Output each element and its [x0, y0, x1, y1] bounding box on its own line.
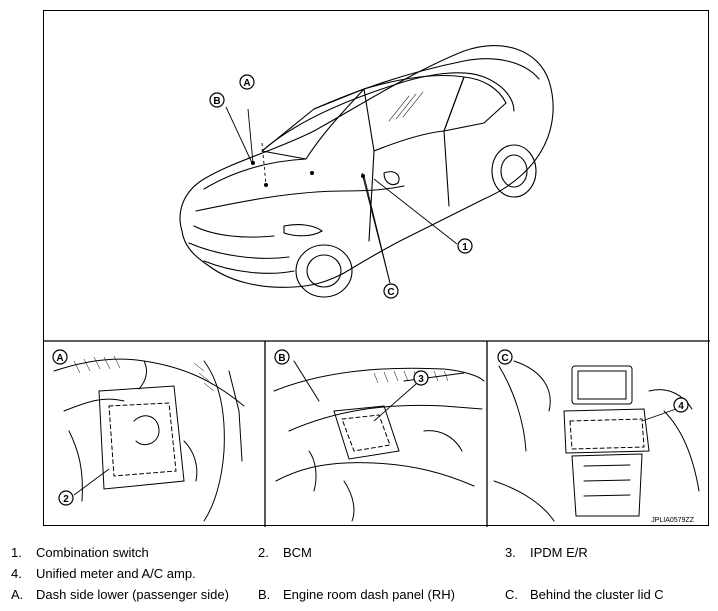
svg-text:C: C	[387, 287, 394, 298]
legend-text: Combination switch	[36, 545, 149, 560]
legend-text: IPDM E/R	[530, 545, 588, 560]
legend-key: 4.	[11, 566, 22, 581]
svg-text:2: 2	[63, 494, 69, 505]
svg-text:1: 1	[462, 242, 468, 253]
car-illustration	[179, 45, 554, 298]
svg-text:A: A	[56, 353, 63, 364]
svg-text:4: 4	[678, 401, 684, 412]
detail-panel-b: B 3	[273, 349, 485, 522]
callout-c-main: C	[383, 283, 399, 299]
svg-text:3: 3	[418, 374, 424, 385]
legend-key: C.	[505, 587, 518, 602]
legend-key: 2.	[258, 545, 269, 560]
callout-b-main: B	[209, 92, 225, 108]
figure-drawing: A B C 1 A	[44, 45, 710, 527]
detail-panel-c: C 4 JPLIA0579ZZ	[493, 349, 700, 524]
legend-key: 3.	[505, 545, 516, 560]
legend-key: 1.	[11, 545, 22, 560]
svg-text:C: C	[501, 353, 508, 364]
legend-text: Engine room dash panel (RH)	[283, 587, 455, 602]
svg-text:B: B	[278, 353, 285, 364]
svg-text:A: A	[243, 78, 250, 89]
legend-text: BCM	[283, 545, 312, 560]
svg-text:B: B	[213, 96, 220, 107]
legend-key: A.	[11, 587, 24, 602]
callout-1-main: 1	[457, 238, 473, 254]
legend-key: B.	[258, 587, 271, 602]
figure-id: JPLIA0579ZZ	[651, 517, 695, 524]
component-location-figure: A B C 1 A	[43, 10, 710, 527]
main-leader-lines	[225, 106, 458, 284]
legend-text: Dash side lower (passenger side)	[36, 587, 229, 602]
callout-a-main: A	[239, 74, 255, 90]
main-leader-dots	[251, 161, 365, 187]
detail-panel-a: A 2	[52, 349, 245, 522]
legend-text: Unified meter and A/C amp.	[36, 566, 196, 581]
legend-text: Behind the cluster lid C	[530, 587, 664, 602]
